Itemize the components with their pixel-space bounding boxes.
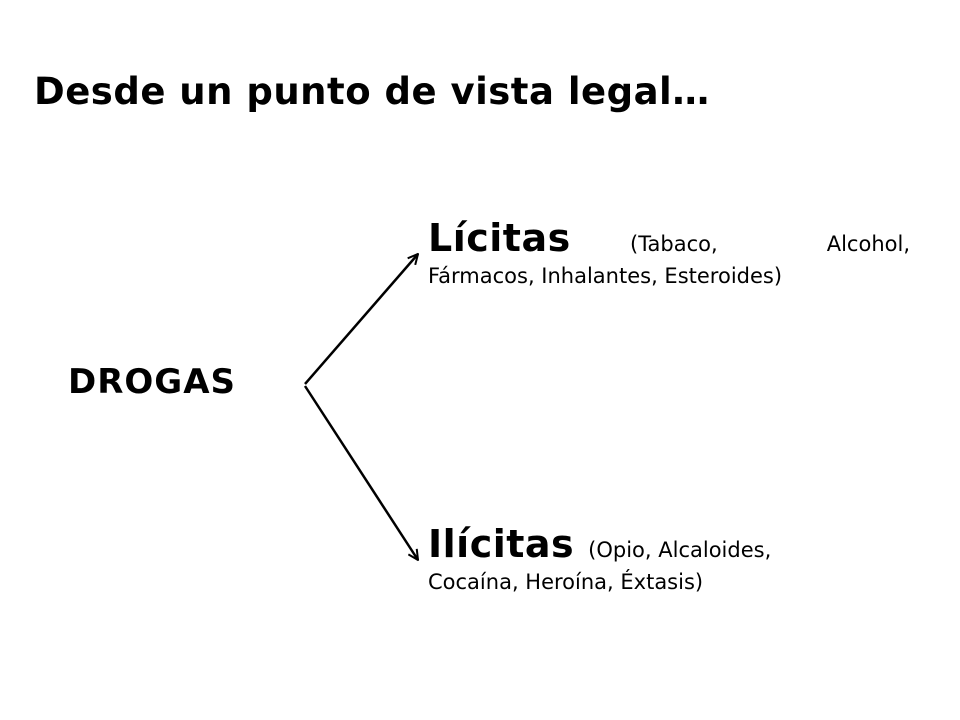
branch-ilicitas: Ilícitas (Opio, Alcaloides, Cocaína, Her… [428,522,848,594]
slide-title: Desde un punto de vista legal… [34,70,710,113]
licitas-heading: Lícitas [428,216,571,260]
licitas-example-word: (Tabaco, [630,232,718,256]
branch-licitas: Lícitas (Tabaco, Alcohol, Fármacos, Inha… [428,216,910,288]
root-node-drogas: DROGAS [68,362,237,402]
ilicitas-heading: Ilícitas [428,522,575,566]
licitas-examples-continued: Fármacos, Inhalantes, Esteroides) [428,264,783,288]
ilicitas-examples: (Opio, Alcaloides, [588,538,772,562]
ilicitas-examples-continued: Cocaína, Heroína, Éxtasis) [428,570,704,594]
arrow-to-ilicitas [303,385,418,560]
licitas-example-word: Alcohol, [826,232,910,256]
arrow-to-licitas [304,254,418,385]
